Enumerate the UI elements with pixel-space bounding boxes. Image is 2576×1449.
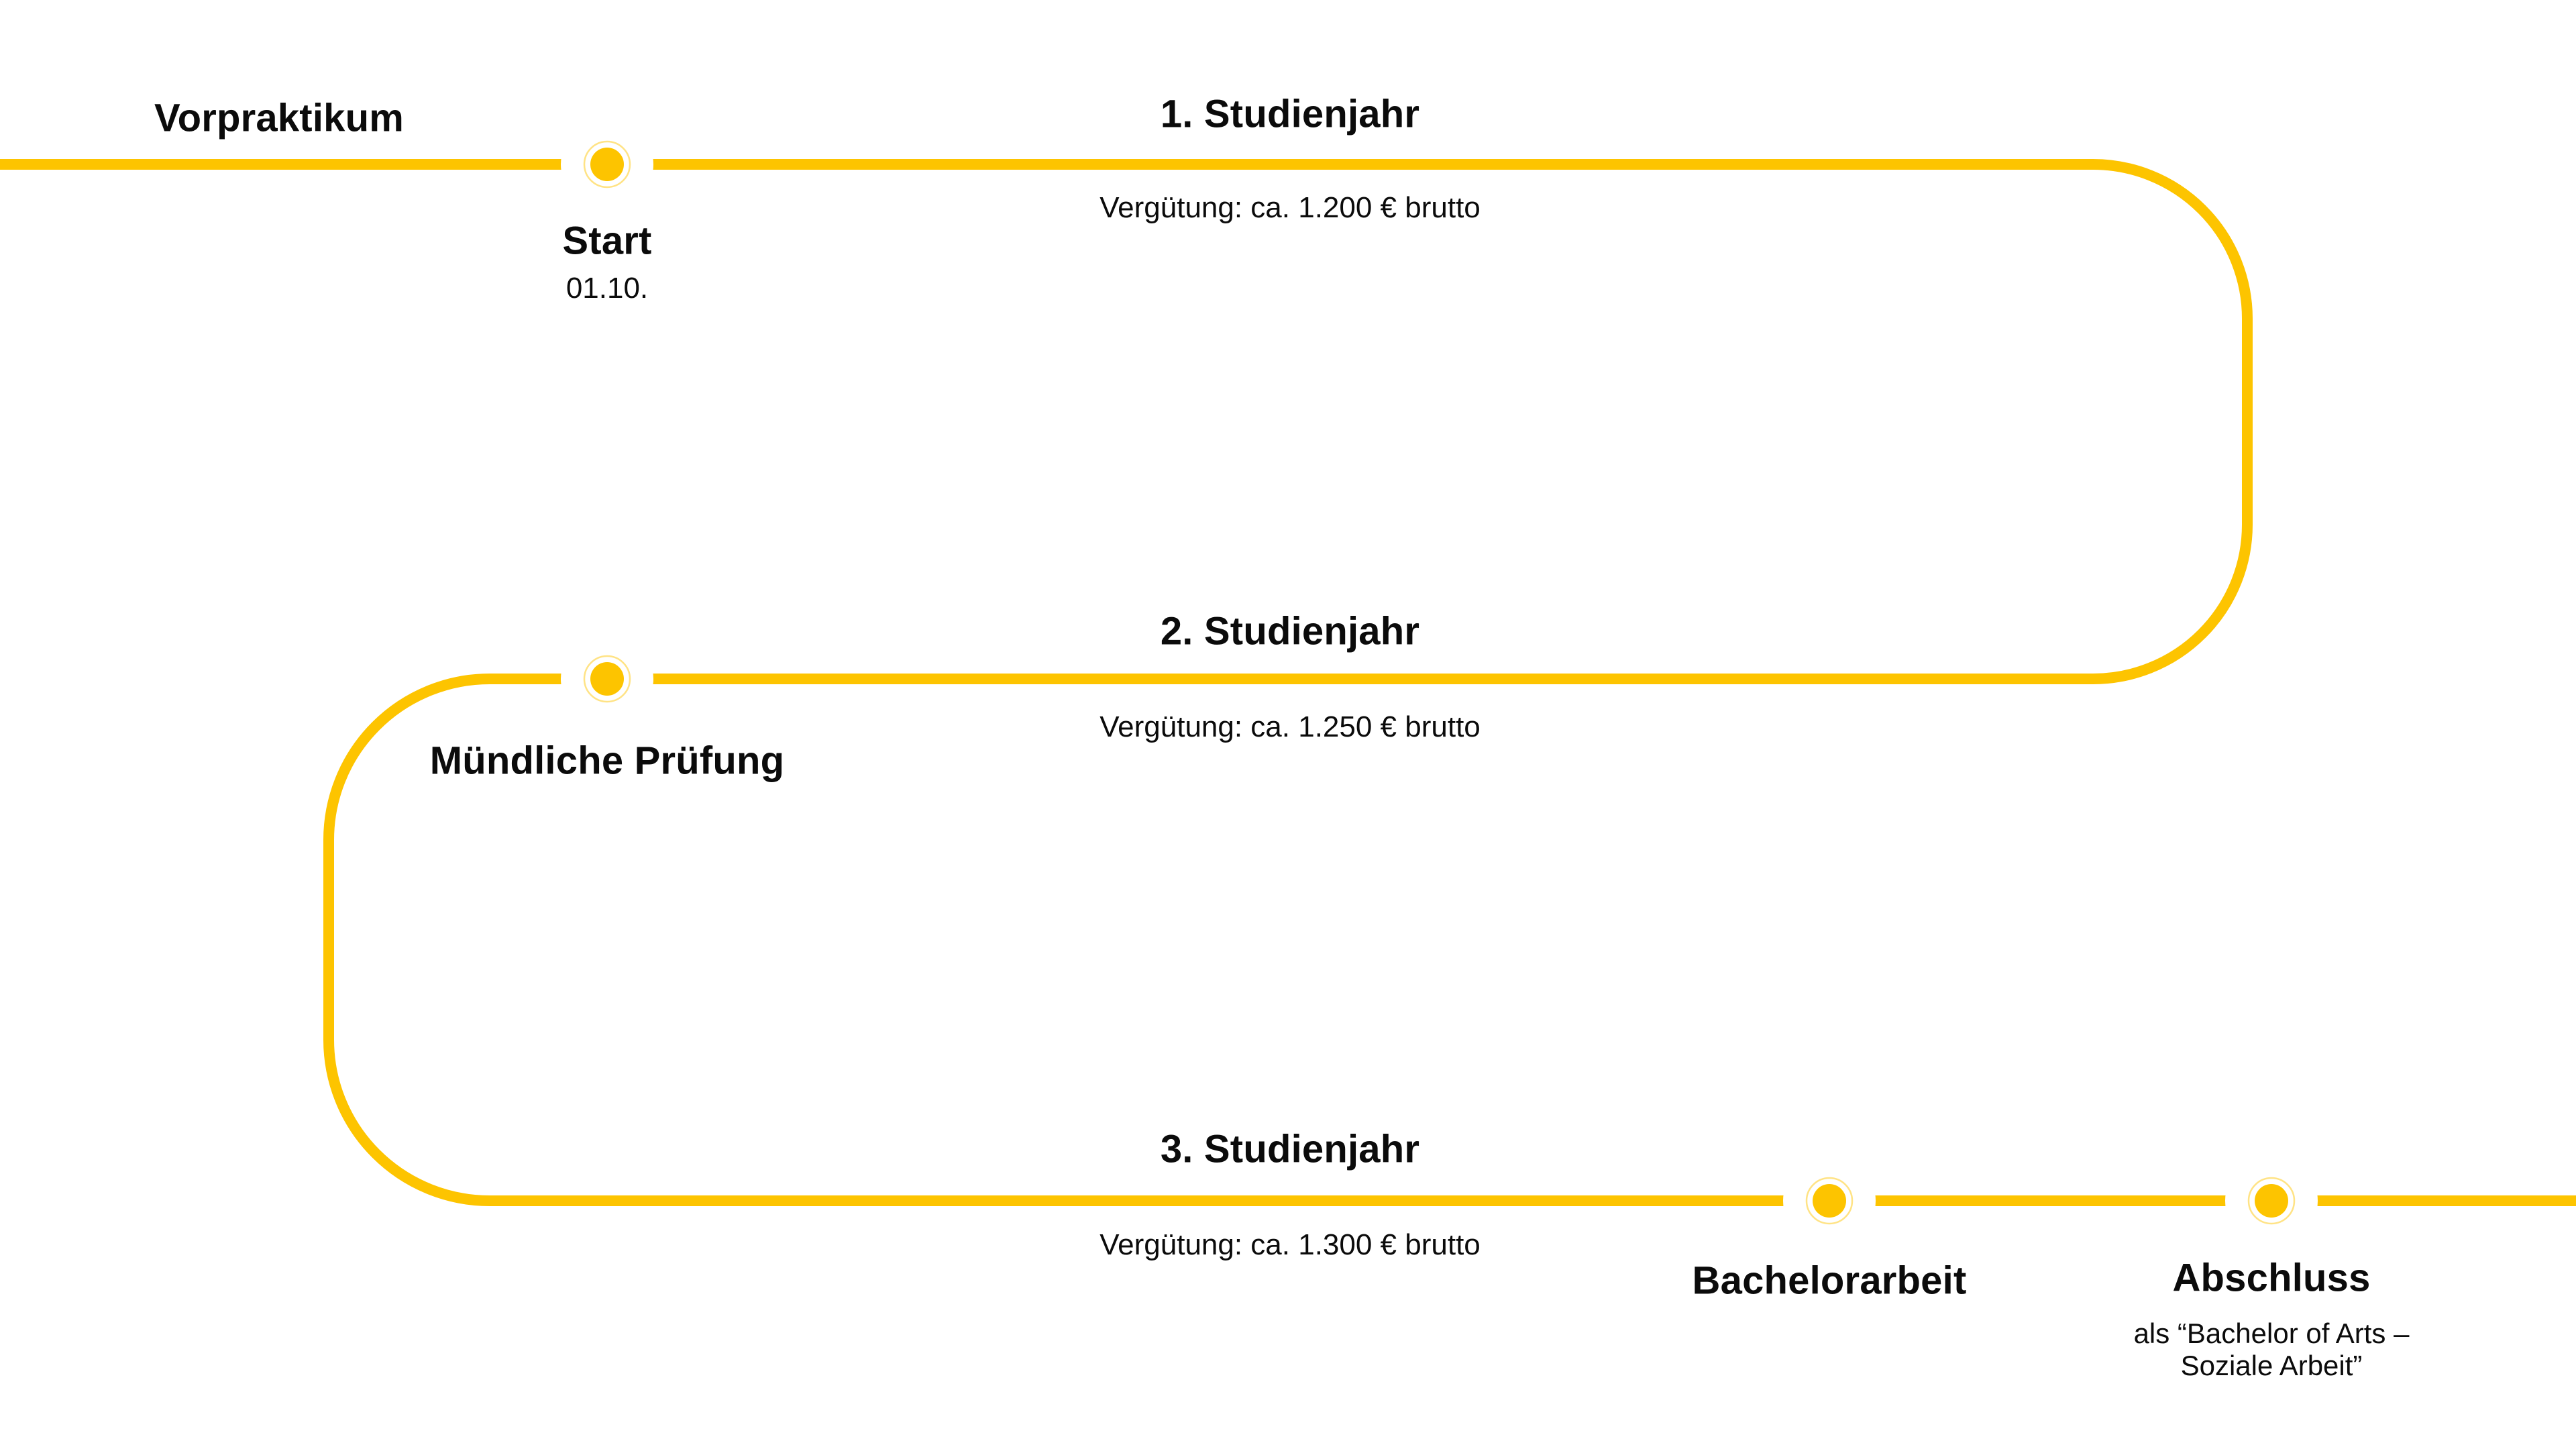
- phase-label-vorpraktikum: Vorpraktikum: [154, 96, 404, 140]
- milestone-dot-muendliche-pruefung: [590, 662, 624, 696]
- milestone-marker-bachelorarbeit: [1783, 1155, 1876, 1247]
- timeline-path: [0, 159, 2576, 1206]
- milestone-dot-bachelorarbeit: [1813, 1184, 1846, 1218]
- degree-line-1: als “Bachelor of Arts –: [2133, 1318, 2410, 1349]
- degree-line-2: Soziale Arbeit”: [2180, 1350, 2363, 1381]
- phase-label-studienjahr-3: 3. Studienjahr: [1160, 1127, 1420, 1171]
- phase-salary-studienjahr-3: Vergütung: ca. 1.300 € brutto: [1099, 1228, 1481, 1261]
- phase-salary-studienjahr-2: Vergütung: ca. 1.250 € brutto: [1099, 710, 1481, 743]
- milestone-label-start: Start: [562, 219, 652, 263]
- phase-salary-studienjahr-1: Vergütung: ca. 1.200 € brutto: [1099, 191, 1481, 224]
- milestone-label-muendliche-pruefung: Mündliche Prüfung: [429, 739, 785, 783]
- milestone-marker-abschluss: [2225, 1155, 2318, 1247]
- milestone-date-start: 01.10.: [566, 272, 649, 305]
- milestone-dot-start: [590, 148, 624, 181]
- dot-ring: [583, 655, 631, 703]
- milestone-dot-abschluss: [2255, 1184, 2288, 1218]
- milestone-marker-start: [561, 118, 653, 211]
- milestone-degree-abschluss: als “Bachelor of Arts – Soziale Arbeit”: [2134, 1318, 2410, 1382]
- dot-ring: [2247, 1177, 2296, 1225]
- phase-label-studienjahr-1: 1. Studienjahr: [1160, 92, 1420, 136]
- milestone-marker-muendliche-pruefung: [561, 633, 653, 725]
- milestone-label-bachelorarbeit: Bachelorarbeit: [1692, 1258, 1967, 1303]
- dot-ring: [583, 140, 631, 189]
- phase-label-studienjahr-2: 2. Studienjahr: [1160, 609, 1420, 653]
- dot-ring: [1805, 1177, 1854, 1225]
- milestone-label-abschluss: Abschluss: [2172, 1256, 2371, 1300]
